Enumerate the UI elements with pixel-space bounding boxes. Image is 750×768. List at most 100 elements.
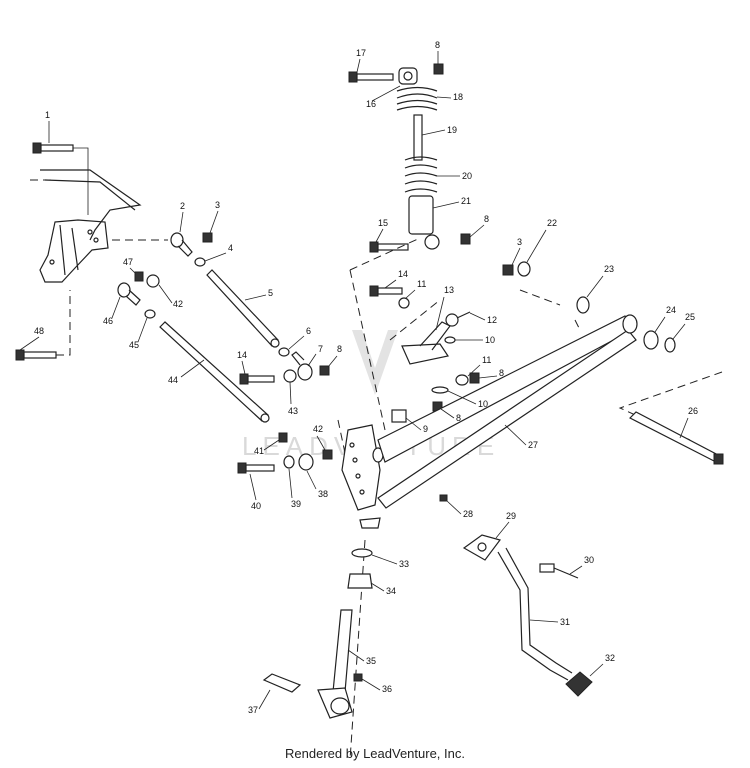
washer-39: [283, 455, 295, 469]
callout-34: 34: [386, 586, 396, 596]
dash-shock-lower: [349, 269, 386, 431]
callout-38: 38: [318, 489, 328, 499]
callout-7: 7: [318, 344, 323, 354]
bolt-14-top: [369, 285, 403, 297]
rod-end-38: [298, 453, 314, 471]
callout-25: 25: [685, 312, 695, 322]
bushing-9: [391, 409, 407, 423]
steering-arm-29: [462, 534, 502, 561]
callout-9: 9: [423, 424, 428, 434]
washer-45: [144, 309, 156, 319]
callout-3: 3: [215, 200, 220, 210]
callout-16: 16: [366, 99, 376, 109]
callout-21: 21: [461, 196, 471, 206]
callout-10-lower: 10: [478, 399, 488, 409]
callout-42-lower: 42: [313, 424, 323, 434]
callout-26: 26: [688, 406, 698, 416]
callout-8-left: 8: [337, 344, 342, 354]
callout-5: 5: [268, 288, 273, 298]
callout-14-mid: 14: [237, 350, 247, 360]
washer-4: [194, 257, 206, 267]
callout-35: 35: [366, 656, 376, 666]
callout-15: 15: [378, 218, 388, 228]
nut-47: [134, 271, 144, 282]
shock-absorber: [396, 63, 471, 250]
spindle-35: [317, 609, 353, 719]
callout-48: 48: [34, 326, 44, 336]
dash-shock-upper: [349, 237, 421, 271]
callout-14-top: 14: [398, 269, 408, 279]
nut-8-left: [319, 365, 330, 376]
callout-17: 17: [356, 48, 366, 58]
washer-23: [576, 296, 590, 314]
callout-37: 37: [248, 705, 258, 715]
callout-23: 23: [604, 264, 614, 274]
callout-42-upper: 42: [173, 299, 183, 309]
tie-rod-end-30: [539, 563, 579, 579]
footer-credit: Rendered by LeadVenture, Inc.: [285, 746, 465, 761]
nut-3-right: [502, 264, 514, 276]
callout-36: 36: [382, 684, 392, 694]
callout-43: 43: [288, 406, 298, 416]
shaft-26: [628, 411, 724, 465]
rod-end-2: [112, 232, 193, 257]
callout-3-right: 3: [517, 237, 522, 247]
a-arm-27: [341, 314, 638, 529]
callout-39: 39: [291, 499, 301, 509]
dash-right-upper: [519, 289, 581, 331]
callout-28: 28: [463, 509, 473, 519]
washer-43: [283, 369, 297, 383]
mount-bracket-13: [401, 321, 451, 365]
bushing-42-upper: [146, 274, 160, 288]
bolt-15: [369, 241, 409, 253]
callout-44: 44: [168, 375, 178, 385]
washer-10-top: [444, 336, 456, 344]
grease-fitting-28: [439, 494, 448, 502]
washer-11-lower: [455, 374, 469, 386]
steering-tube-31: [497, 547, 573, 681]
callout-2: 2: [180, 201, 185, 211]
bolt-1: [32, 142, 89, 215]
rod-end-7: [291, 351, 313, 381]
callout-labels: 1 2 3 4 5 6 7 8 8 8 8 8 9 10 10 11 11 12: [19, 40, 698, 715]
rod-end-12: [445, 311, 471, 327]
washer-10-lower: [431, 386, 449, 394]
nut-41: [278, 432, 288, 443]
callout-32: 32: [605, 653, 615, 663]
callout-4: 4: [228, 243, 233, 253]
callout-11-lower: 11: [482, 355, 491, 365]
washer-6: [278, 347, 290, 357]
callout-10-top: 10: [485, 335, 495, 345]
bushing-24: [643, 330, 659, 350]
callout-45: 45: [129, 340, 139, 350]
callout-29: 29: [506, 511, 516, 521]
callout-11-top: 11: [417, 279, 426, 289]
tie-rod-44: [159, 321, 270, 423]
nut-42-lower: [322, 449, 333, 460]
callout-8-lower: 8: [456, 413, 461, 423]
washer-11-top: [398, 297, 410, 309]
bolt-40: [237, 462, 275, 474]
dash-bracket: [389, 299, 441, 341]
bolt-14-mid: [239, 373, 275, 385]
seal-33: [351, 548, 373, 558]
bushing-34: [347, 573, 373, 589]
callout-8-top: 8: [435, 40, 440, 50]
tie-rod-5: [206, 269, 280, 348]
callout-30: 30: [584, 555, 594, 565]
frame-bracket: [30, 169, 142, 283]
bolt-17: [348, 71, 394, 83]
callout-40: 40: [251, 501, 261, 511]
o-ring-25: [664, 337, 676, 353]
callout-24: 24: [666, 305, 676, 315]
nut-3: [202, 232, 213, 243]
callout-20: 20: [462, 171, 472, 181]
sleeve-37: [262, 673, 302, 693]
callout-22: 22: [547, 218, 557, 228]
washer-22: [517, 261, 531, 277]
callout-19: 19: [447, 125, 457, 135]
callout-13: 13: [444, 285, 454, 295]
callout-1: 1: [45, 110, 50, 120]
bolt-48: [15, 290, 71, 361]
